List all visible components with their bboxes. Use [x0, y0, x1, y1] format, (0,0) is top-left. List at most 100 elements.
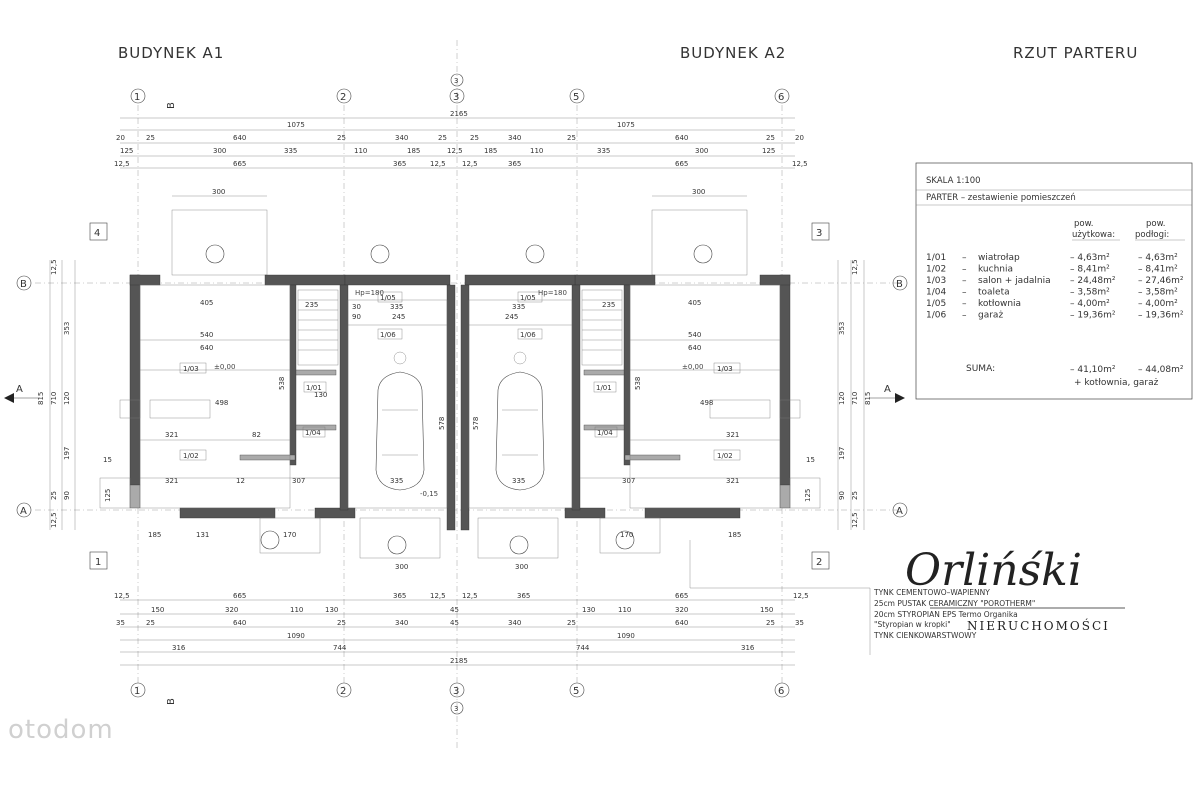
car-icon-a2 [495, 351, 545, 491]
svg-text:498: 498 [215, 399, 228, 407]
svg-text:538: 538 [278, 377, 286, 390]
svg-text:25: 25 [851, 491, 859, 500]
table-cell-id: 1/02 [926, 265, 946, 275]
svg-text:5: 5 [573, 686, 579, 697]
svg-text:20cm STYROPIAN EPS Termo Orga: 20cm STYROPIAN EPS Termo Organika [874, 610, 1018, 619]
svg-text:1/02: 1/02 [183, 452, 199, 460]
room-schedule-sum: SUMA: – 41,10m² – 44,08m² + kotłownia, g… [966, 364, 1184, 388]
car-icon-a1 [375, 351, 425, 491]
svg-text:±0,00: ±0,00 [682, 363, 703, 371]
svg-text:665: 665 [675, 160, 688, 168]
interior-lines [99, 284, 821, 559]
svg-text:5: 5 [573, 92, 579, 103]
svg-text:12,5: 12,5 [430, 592, 446, 600]
svg-text:1: 1 [134, 686, 140, 697]
svg-text:3: 3 [453, 92, 459, 103]
svg-text:1/04: 1/04 [597, 429, 613, 437]
svg-text:12,5: 12,5 [792, 160, 808, 168]
svg-text:1/06: 1/06 [520, 331, 536, 339]
table-cell-floor: – 19,36m² [1138, 311, 1184, 321]
svg-text:15: 15 [103, 456, 112, 464]
svg-text:3: 3 [454, 77, 458, 85]
svg-text:320: 320 [675, 606, 688, 614]
svg-text:1/03: 1/03 [717, 365, 733, 373]
svg-text:2: 2 [340, 92, 346, 103]
svg-text:578: 578 [438, 417, 446, 430]
svg-text:405: 405 [688, 299, 701, 307]
svg-text:245: 245 [505, 313, 518, 321]
svg-text:+ kotłownia, garaż: + kotłownia, garaż [1074, 378, 1159, 388]
svg-text:540: 540 [200, 331, 213, 339]
svg-text:90: 90 [838, 491, 846, 500]
svg-text:578: 578 [472, 417, 480, 430]
room-schedule-table: SKALA 1:100 PARTER – zestawienie pomiesz… [915, 162, 1193, 400]
svg-text:340: 340 [508, 134, 521, 142]
table-cell-floor: – 4,63m² [1138, 253, 1178, 263]
table-cell-dash: – [962, 265, 967, 275]
svg-text:15: 15 [806, 456, 815, 464]
svg-text:12,5: 12,5 [114, 160, 130, 168]
svg-text:300: 300 [212, 188, 225, 196]
svg-text:665: 665 [675, 592, 688, 600]
dimension-lines-left: 12,5 353 710 815 120 197 25 90 12,5 125 … [37, 259, 112, 530]
svg-text:150: 150 [151, 606, 164, 614]
svg-text:A: A [20, 506, 27, 517]
svg-text:35: 35 [795, 619, 804, 627]
table-cell-dash: – [962, 288, 967, 298]
svg-text:640: 640 [688, 344, 701, 352]
svg-text:25: 25 [567, 619, 576, 627]
table-cell-use: – 24,48m² [1070, 276, 1116, 286]
svg-text:815: 815 [37, 392, 45, 405]
grid-bubbles-bottom: 1 2 3 5 6 3 [130, 682, 790, 715]
table-cell-name: kuchnia [978, 265, 1013, 275]
svg-text:710: 710 [851, 392, 859, 405]
svg-text:12,5: 12,5 [462, 160, 478, 168]
svg-text:25: 25 [337, 619, 346, 627]
interior-dimensions: 405 540 640 498 321 321 307 335 335 245 … [148, 299, 741, 571]
svg-text:665: 665 [233, 160, 246, 168]
table-cell-dash: – [962, 311, 967, 321]
svg-text:125: 125 [104, 489, 112, 502]
svg-text:365: 365 [393, 592, 406, 600]
otodom-watermark: otodom [8, 715, 114, 745]
svg-text:Orlińśki: Orlińśki [905, 545, 1082, 596]
svg-text:815: 815 [864, 392, 872, 405]
svg-text:1: 1 [134, 92, 140, 103]
table-cell-dash: – [962, 299, 967, 309]
svg-text:B: B [896, 279, 903, 290]
svg-text:25: 25 [438, 134, 447, 142]
svg-text:538: 538 [634, 377, 642, 390]
svg-text:6: 6 [778, 92, 784, 103]
svg-text:25: 25 [567, 134, 576, 142]
svg-text:pow.: pow. [1146, 219, 1165, 229]
svg-text:130: 130 [314, 391, 327, 399]
svg-text:Hp=180: Hp=180 [355, 289, 384, 297]
table-cell-floor: – 3,58m² [1138, 288, 1178, 298]
table-cell-floor: – 4,00m² [1138, 299, 1178, 309]
svg-text:321: 321 [726, 477, 739, 485]
table-cell-name: wiatrołap [978, 253, 1020, 263]
svg-text:185: 185 [728, 531, 741, 539]
table-cell-floor: – 27,46m² [1138, 276, 1184, 286]
svg-text:1/01: 1/01 [596, 384, 612, 392]
svg-text:640: 640 [200, 344, 213, 352]
svg-text:320: 320 [225, 606, 238, 614]
svg-text:podłogi:: podłogi: [1135, 230, 1169, 240]
svg-text:321: 321 [726, 431, 739, 439]
room-labels-a2: 1/03 1/02 1/04 1/01 1/05 1/06 Hp=180 ±0,… [517, 289, 741, 461]
svg-text:SKALA 1:100: SKALA 1:100 [926, 176, 981, 186]
svg-text:1/05: 1/05 [520, 294, 536, 302]
svg-text:25: 25 [146, 619, 155, 627]
svg-text:197: 197 [838, 447, 846, 460]
svg-text:25: 25 [766, 134, 775, 142]
svg-text:1075: 1075 [287, 121, 305, 129]
table-cell-dash: – [962, 276, 967, 286]
table-cell-id: 1/03 [926, 276, 946, 286]
svg-text:1/06: 1/06 [380, 331, 396, 339]
svg-text:185: 185 [148, 531, 161, 539]
dimension-lines-top: 1075 1075 2165 20 25 640 25 340 25 25 34… [114, 110, 808, 169]
svg-text:1: 1 [95, 557, 101, 568]
svg-text:110: 110 [354, 147, 367, 155]
svg-text:300: 300 [515, 563, 528, 571]
svg-text:12,5: 12,5 [447, 147, 463, 155]
